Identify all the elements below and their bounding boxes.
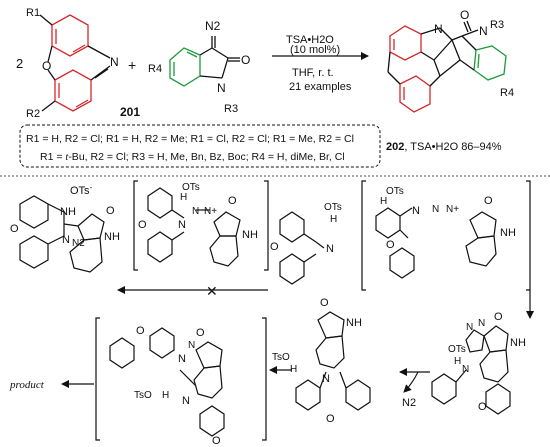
aziridinium-intermediate <box>295 311 371 411</box>
mid-h: H <box>290 364 297 375</box>
ots-counterion: OTs- <box>70 183 93 198</box>
box1-o: O <box>138 219 147 231</box>
tri-o: O <box>478 401 487 413</box>
mid-n: N <box>322 373 330 385</box>
condition-acid: TSA•H2O <box>286 34 334 46</box>
box1-h: H <box>180 192 187 203</box>
lower-tso: TsO <box>134 390 152 401</box>
mid-o: O <box>326 413 335 425</box>
reactant-diazo-oxindole <box>169 36 240 87</box>
condition-examples: 21 examples <box>289 81 352 93</box>
dead-end-oc: O <box>106 205 115 217</box>
condition-solvent: THF, r. t. <box>292 67 334 79</box>
compound-201: 201 <box>120 105 140 119</box>
box1-oc: O <box>228 195 237 207</box>
mid-oc: O <box>320 297 329 309</box>
tri-nn: N <box>478 318 485 329</box>
n2-loss-curve <box>403 371 419 393</box>
n2-label: N2 <box>205 19 221 33</box>
r3-label: R3 <box>224 103 238 115</box>
lower-o: O <box>136 325 145 337</box>
center-ots: OTs <box>324 202 342 213</box>
scope-line-1: R1 = H, R2 = Cl; R1 = H, R2 = Me; R1 = C… <box>26 133 354 145</box>
tri-h: H <box>454 356 461 367</box>
lower-h: H <box>162 390 169 401</box>
r1-label: R1 <box>26 7 40 19</box>
box1-ots: OTs <box>182 182 200 193</box>
center-activated-imine <box>279 211 325 285</box>
product-n2: N <box>479 24 488 38</box>
reactant-201 <box>39 14 111 112</box>
dead-end-adduct <box>19 195 105 273</box>
r4-label: R4 <box>148 63 162 75</box>
tri-oc: O <box>494 311 503 323</box>
dead-end-n: N <box>62 234 70 246</box>
lower-oc: O <box>196 327 205 339</box>
product-202 <box>387 20 507 113</box>
triazoline-intermediate <box>431 325 511 415</box>
product-n1: N <box>434 22 443 36</box>
bracket-box-2 <box>361 180 531 291</box>
tri-n: N <box>466 322 473 333</box>
yield-label: 202, TSA•H2O 86–94% <box>386 141 502 153</box>
lower-n-ring: N <box>182 395 190 407</box>
center-h: H <box>330 214 337 225</box>
r2-label: R2 <box>26 108 40 120</box>
lower-n: N <box>178 353 186 365</box>
box2-oc: O <box>484 195 493 207</box>
box1-nh: NH <box>242 229 258 241</box>
coefficient-2: 2 <box>16 56 23 71</box>
tbu-italic: t <box>65 152 69 163</box>
product-o: O <box>460 8 469 22</box>
tri-nh: NH <box>510 337 526 349</box>
box1-n: N <box>178 219 186 231</box>
dead-end-nh2: NH <box>104 231 120 243</box>
product-label: product <box>9 379 45 391</box>
scope-box <box>19 124 381 168</box>
tri-ots: OTs <box>448 344 466 355</box>
product-r3: R3 <box>490 19 504 31</box>
bracket-box-1 <box>133 180 269 271</box>
box1-n2: N <box>192 206 199 217</box>
box2-n: N <box>412 205 420 217</box>
plus-sign: + <box>128 57 136 73</box>
box1-nplus: N+ <box>204 206 217 217</box>
condition-loading: (10 mol%) <box>290 44 340 56</box>
cross-mark: ✕ <box>206 283 218 299</box>
o-label-oxindole: O <box>241 53 250 67</box>
n-label-201: N <box>110 55 119 69</box>
dead-end-n2: N2 <box>72 238 85 249</box>
bracket-lower <box>95 317 267 441</box>
dead-end-o: O <box>10 223 19 235</box>
box2-ots: OTs <box>386 186 404 197</box>
o-label-201: O <box>42 59 51 73</box>
lower-o2: O <box>212 435 221 447</box>
box2-h: H <box>380 196 387 207</box>
scope-line-2: R1 = t-Bu, R2 = Cl; R3 = H, Me, Bn, Bz, … <box>40 151 345 163</box>
center-n: N <box>326 243 334 255</box>
box2-o: O <box>386 239 395 251</box>
dead-end-nh: NH <box>60 206 76 218</box>
center-o: O <box>270 241 279 253</box>
n-label-oxindole: N <box>217 81 226 95</box>
box2-n2: N <box>432 204 439 215</box>
mid-tso: TsO <box>272 352 290 363</box>
box2-nh: NH <box>500 227 516 239</box>
n2-loss-label: N2 <box>402 397 416 409</box>
lower-n2: N <box>188 340 195 351</box>
tri-n3: N <box>462 364 469 375</box>
product-r4: R4 <box>500 87 514 99</box>
box2-nplus: N+ <box>446 204 459 215</box>
mid-nh: NH <box>346 317 362 329</box>
